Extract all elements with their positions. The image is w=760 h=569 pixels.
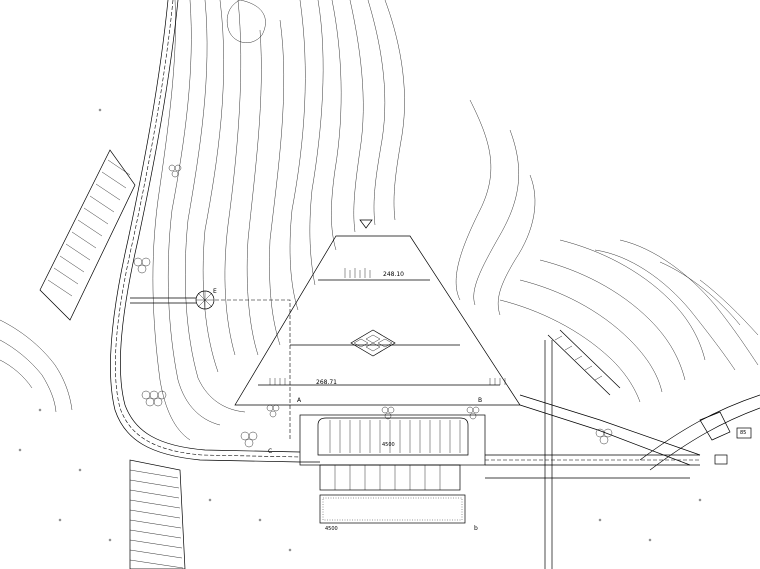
right-road (639, 394, 760, 471)
right-channel-hatched (547, 329, 621, 396)
section-mark-a: A (297, 397, 302, 404)
survey-point-label: E (213, 288, 217, 295)
section-mark-c: C (268, 448, 272, 455)
survey-point-marker (130, 290, 215, 310)
crest-elevation: 248.10 (383, 271, 404, 278)
contour-lines (0, 0, 759, 441)
dam-body (215, 219, 521, 440)
left-hatched-slope (39, 149, 136, 321)
riprap-symbol (350, 329, 396, 357)
top-boulder (227, 0, 266, 43)
outlet-channel (300, 340, 701, 569)
lower-span-dimension: 4500 (325, 526, 338, 532)
section-mark-b: B (478, 397, 482, 404)
lower-left-hatched-area (129, 459, 186, 569)
survey-points (18, 108, 702, 552)
gabion-symbols (133, 164, 613, 448)
access-road (110, 0, 301, 463)
right-box-label: 85 (740, 430, 746, 436)
spillway-structure (299, 414, 486, 524)
section-mark-lower-b: b (474, 525, 478, 532)
berm-elevation: 268.71 (316, 379, 337, 386)
upper-span-dimension: 4500 (382, 442, 395, 448)
